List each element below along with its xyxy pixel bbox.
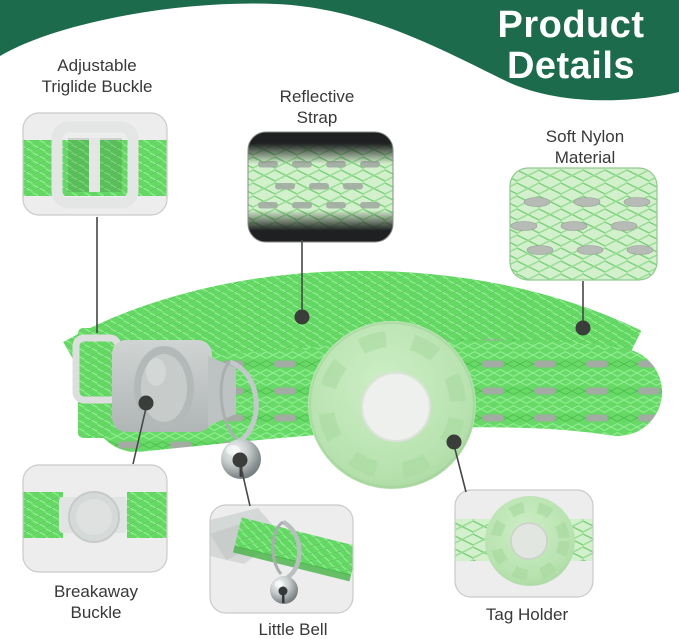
thumbnail-tag-holder [454,489,594,598]
label-line: Adjustable [57,56,137,75]
connector-dot-tag-holder [446,434,462,450]
label-breakaway-buckle: Breakaway Buckle [54,581,138,623]
label-little-bell: Little Bell [259,619,328,639]
label-line: Material [554,148,616,167]
thumbnail-reflective-strap [247,131,394,243]
page-title: Product Details [497,5,644,87]
collar-strap-stub [78,328,112,438]
label-reflective-strap: Reflective Strap [280,86,355,128]
label-adjustable-triglide-buckle: Adjustable Triglide Buckle [42,55,153,97]
connector-line-breakaway [132,407,147,465]
connector-dot-reflective [294,309,310,325]
connector-dot-bell [232,452,248,468]
label-line: Reflective [279,87,355,106]
header-wave-banner [0,0,679,101]
label-line: Little Bell [258,620,328,639]
label-line: Strap [296,108,338,127]
label-line: Tag Holder [485,605,569,624]
thumbnail-soft-nylon [509,167,658,281]
connector-line-tag-holder [454,448,467,493]
connector-dot-breakaway [138,395,154,411]
label-line: Buckle [70,603,122,622]
connector-dot-soft-nylon [575,320,591,336]
thumbnail-little-bell [209,504,354,614]
thumbnail-triglide-buckle [22,112,168,216]
label-line: Triglide Buckle [41,77,153,96]
d-ring-art [219,359,259,444]
label-line: Soft Nylon [545,127,625,146]
page-title-line2: Details [506,45,636,87]
connector-dots [138,309,591,468]
tag-holder-art [308,321,476,489]
connector-line-bell [240,466,251,507]
connector-lines [96,217,584,507]
label-tag-holder: Tag Holder [486,604,568,625]
collar-artwork [63,270,662,489]
thumbnail-breakaway-buckle [22,464,168,573]
page-title-line1: Product [497,4,645,46]
label-soft-nylon-material: Soft Nylon Material [546,126,624,168]
label-line: Breakaway [53,582,139,601]
